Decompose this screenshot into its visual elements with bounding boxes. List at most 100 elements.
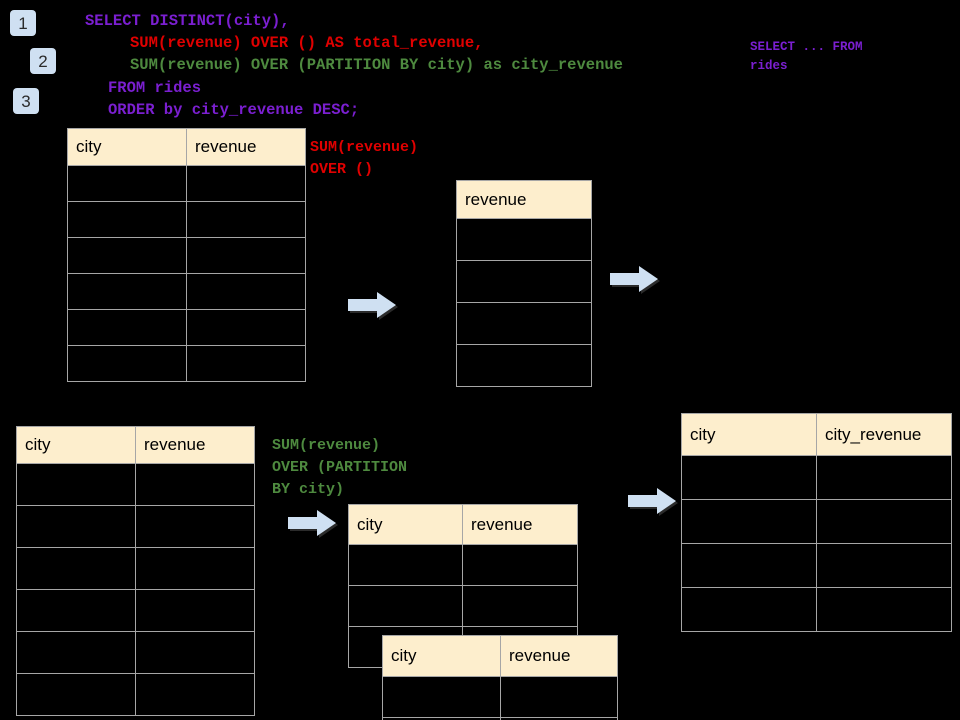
- table-row: [681, 543, 952, 588]
- cell-city: [16, 673, 136, 716]
- cell-revenue: [500, 717, 618, 720]
- cell-revenue: [456, 218, 592, 261]
- cell-revenue: [186, 309, 306, 346]
- cell-city: [681, 543, 817, 588]
- table-partition-group-front: city revenue: [382, 635, 618, 720]
- annotation-sum-over-partition: SUM(revenue) OVER (PARTITION BY city): [272, 437, 408, 498]
- cell-city: [67, 273, 187, 310]
- cell-revenue: [135, 631, 255, 674]
- cell-city: [681, 455, 817, 500]
- sql-line-select: SELECT DISTINCT(city),: [85, 12, 290, 30]
- cell-revenue: [456, 344, 592, 387]
- arrow-total-to-next: [610, 266, 660, 294]
- column-header-revenue: revenue: [462, 504, 578, 545]
- cell-revenue: [186, 273, 306, 310]
- column-header-city: city: [382, 635, 501, 677]
- step-badge-3[interactable]: 3: [13, 88, 39, 114]
- table-row: [16, 631, 255, 674]
- column-header-revenue: revenue: [186, 128, 306, 166]
- sql-side-note: SELECT ... FROM rides: [750, 40, 863, 73]
- cell-city-revenue: [816, 455, 952, 500]
- table-row: [67, 273, 306, 310]
- cell-city: [67, 201, 187, 238]
- table-row: [348, 544, 578, 586]
- cell-city-revenue: [816, 543, 952, 588]
- cell-city: [16, 463, 136, 506]
- column-header-city: city: [16, 426, 136, 464]
- cell-revenue: [186, 165, 306, 202]
- table-header-row: revenue: [456, 180, 592, 219]
- table-row: [67, 345, 306, 382]
- cell-revenue: [186, 237, 306, 274]
- cell-revenue: [186, 201, 306, 238]
- table-source-rides-top: city revenue: [67, 128, 306, 382]
- cell-city: [16, 631, 136, 674]
- table-header-row: city revenue: [16, 426, 255, 464]
- column-header-city-revenue: city_revenue: [816, 413, 952, 456]
- table-row: [67, 309, 306, 346]
- cell-revenue: [135, 589, 255, 632]
- sql-line-order-by: ORDER by city_revenue DESC;: [108, 101, 360, 119]
- table-row: [456, 344, 592, 387]
- cell-city: [16, 547, 136, 590]
- cell-city: [67, 237, 187, 274]
- table-row: [16, 589, 255, 632]
- table-row: [382, 676, 618, 718]
- step-badge-1[interactable]: 1: [10, 10, 36, 36]
- table-header-row: city city_revenue: [681, 413, 952, 456]
- table-row: [16, 673, 255, 716]
- table-row: [67, 201, 306, 238]
- cell-city: [681, 499, 817, 544]
- arrow-partition-to-result: [628, 488, 678, 516]
- table-header-row: city revenue: [67, 128, 306, 166]
- table-row: [67, 165, 306, 202]
- cell-revenue: [135, 547, 255, 590]
- table-row: [16, 505, 255, 548]
- cell-revenue: [135, 463, 255, 506]
- table-row: [456, 260, 592, 303]
- table-total-revenue-result: revenue: [456, 180, 592, 387]
- cell-city: [16, 505, 136, 548]
- column-header-city: city: [67, 128, 187, 166]
- table-row: [16, 463, 255, 506]
- cell-revenue: [135, 505, 255, 548]
- cell-city: [67, 345, 187, 382]
- cell-city-revenue: [816, 587, 952, 632]
- cell-city: [348, 544, 463, 586]
- column-header-revenue: revenue: [456, 180, 592, 219]
- arrow-source-to-total: [348, 292, 398, 320]
- table-header-row: city revenue: [348, 504, 578, 545]
- cell-revenue: [186, 345, 306, 382]
- annotation-sum-over-empty: SUM(revenue) OVER (): [310, 139, 419, 178]
- table-row: [382, 717, 618, 720]
- cell-city: [16, 589, 136, 632]
- sql-line-sum-over-empty: SUM(revenue) OVER () AS total_revenue,: [130, 34, 484, 52]
- column-header-city: city: [348, 504, 463, 545]
- cell-city: [382, 676, 501, 718]
- table-row: [681, 499, 952, 544]
- table-row: [348, 585, 578, 627]
- table-row: [16, 547, 255, 590]
- cell-revenue: [462, 544, 578, 586]
- cell-city: [681, 587, 817, 632]
- step-badge-2[interactable]: 2: [30, 48, 56, 74]
- column-header-city: city: [681, 413, 817, 456]
- cell-city: [348, 585, 463, 627]
- table-city-revenue-result: city city_revenue: [681, 413, 952, 632]
- table-row: [456, 218, 592, 261]
- arrow-source-to-partition: [288, 510, 338, 538]
- table-row: [681, 587, 952, 632]
- cell-city: [67, 309, 187, 346]
- cell-city: [67, 165, 187, 202]
- cell-revenue: [500, 676, 618, 718]
- cell-revenue: [456, 302, 592, 345]
- sql-line-from: FROM rides: [108, 79, 202, 97]
- cell-revenue: [135, 673, 255, 716]
- cell-city-revenue: [816, 499, 952, 544]
- table-header-row: city revenue: [382, 635, 618, 677]
- column-header-revenue: revenue: [135, 426, 255, 464]
- table-row: [681, 455, 952, 500]
- sql-line-sum-over-partition: SUM(revenue) OVER (PARTITION BY city) as…: [130, 56, 623, 74]
- table-row: [456, 302, 592, 345]
